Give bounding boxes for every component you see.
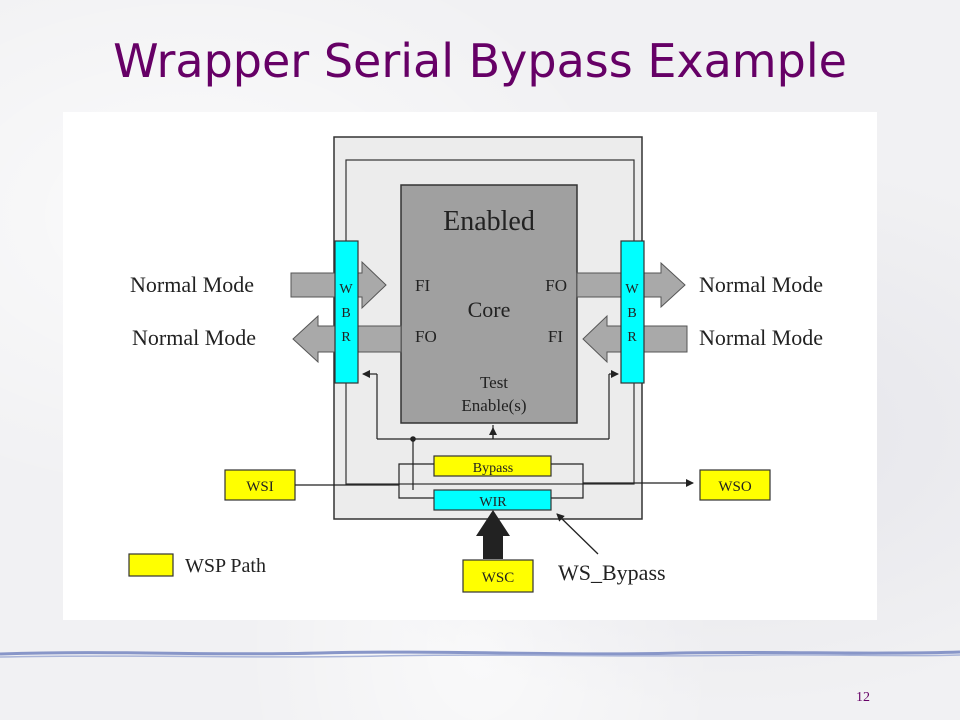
wbr-left-box [334, 240, 359, 384]
wbr-right-box [620, 240, 645, 384]
wir-label: WIR [479, 495, 507, 510]
core-state-label: Enabled [443, 206, 535, 237]
normal-mode-label-left-out: Normal Mode [132, 325, 256, 350]
normal-mode-label-right-out: Normal Mode [699, 272, 823, 297]
bypass-register [433, 455, 552, 477]
core-fi-right: FI [548, 327, 563, 346]
diagram-panel: Enabled Core FI FO FO FI Test Enable(s) … [63, 112, 877, 620]
core-fi-left: FI [415, 276, 430, 295]
core-fo-right: FO [545, 276, 567, 295]
ws-bypass-label: WS_Bypass [558, 560, 666, 585]
core-fo-left: FO [415, 327, 437, 346]
wsc-arrow [476, 510, 510, 559]
wsi-to-wir-path [295, 484, 434, 499]
wso-box [699, 469, 771, 501]
wir-register [433, 489, 552, 511]
legend-swatch [128, 553, 174, 577]
normal-mode-label-left-in: Normal Mode [130, 272, 254, 297]
wsi-to-bypass-path [398, 463, 434, 485]
test-enable-line1: Test [480, 373, 508, 392]
wbr-left-letter-3: R [341, 330, 351, 345]
wbr-left-letter-1: W [339, 282, 353, 297]
core-label: Core [468, 297, 511, 322]
slide-title: Wrapper Serial Bypass Example [113, 34, 847, 88]
wbr-right-letter-2: B [627, 306, 636, 321]
reg-out-merge [551, 463, 584, 499]
wsi-label: WSI [246, 479, 274, 495]
wbr-left-letter-2: B [341, 306, 350, 321]
legend-label: WSP Path [185, 555, 266, 577]
bypass-label: Bypass [473, 461, 513, 476]
wsc-label: WSC [482, 570, 515, 586]
wsi-box [224, 469, 296, 501]
wrapper-diagram: Enabled Core FI FO FO FI Test Enable(s) … [128, 136, 823, 593]
wsc-box [462, 559, 534, 593]
core-block [400, 184, 578, 424]
wbr-right-letter-1: W [625, 282, 639, 297]
test-enable-line2: Enable(s) [461, 396, 526, 415]
wso-label: WSO [718, 479, 752, 495]
page-number: 12 [856, 690, 870, 705]
wbr-right-letter-3: R [627, 330, 637, 345]
normal-mode-label-right-in: Normal Mode [699, 325, 823, 350]
ws-bypass-pointer [556, 513, 599, 555]
footer-decorative-line [0, 650, 960, 658]
